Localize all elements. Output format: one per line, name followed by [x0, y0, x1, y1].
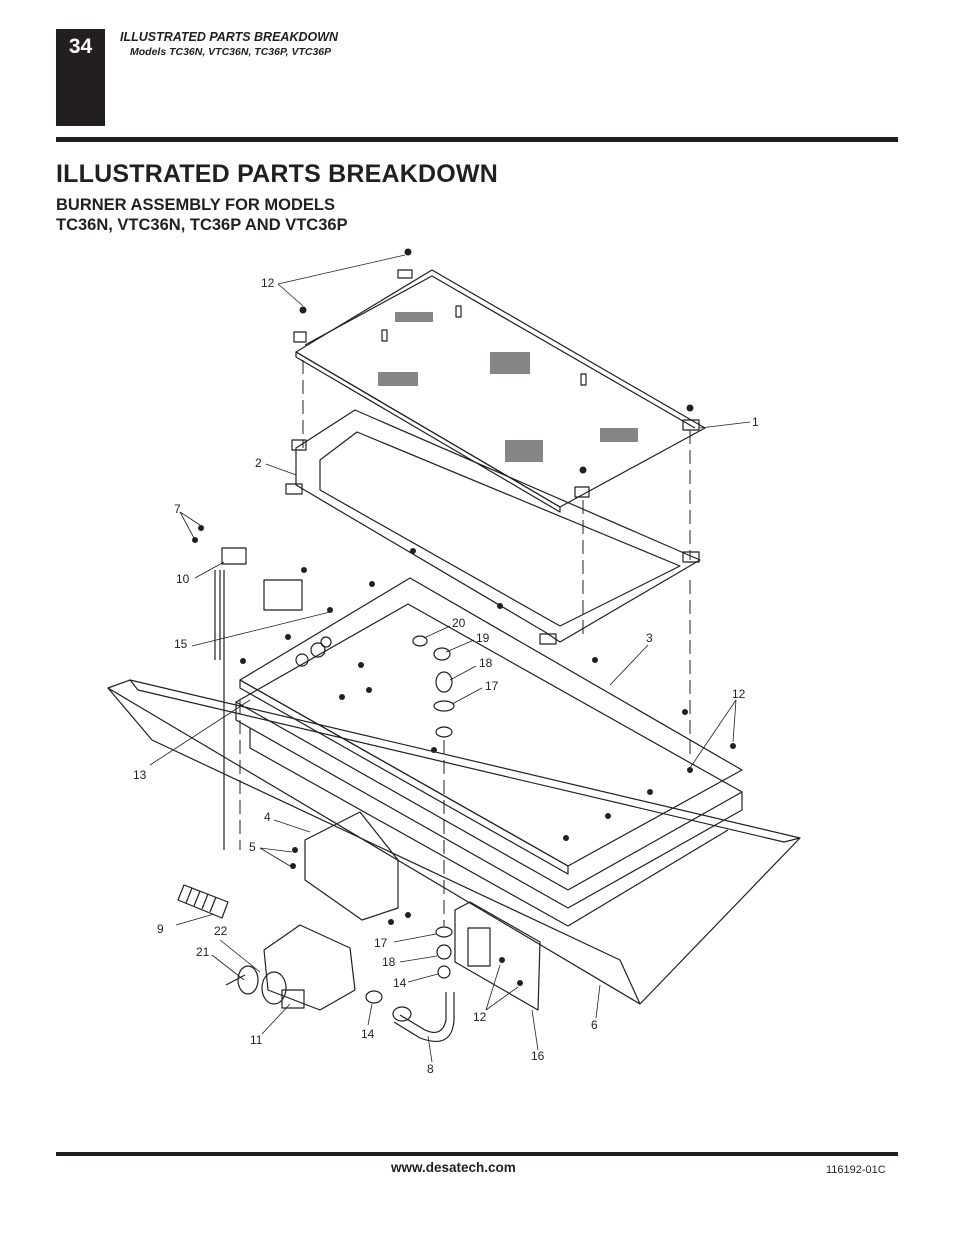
callout-17: 17 — [374, 936, 388, 950]
alignment-lines — [239, 360, 691, 926]
callout-13: 13 — [133, 768, 147, 782]
callout-9: 9 — [157, 922, 164, 936]
callout-11: 11 — [250, 1033, 263, 1047]
subtitle-line-1: BURNER ASSEMBLY FOR MODELS — [56, 196, 336, 214]
callout-18: 18 — [479, 656, 493, 670]
header-section: ILLUSTRATED PARTS BREAKDOWN — [120, 30, 339, 44]
burner-plate — [239, 577, 743, 875]
page-number: 34 — [68, 35, 93, 58]
callout-17: 17 — [485, 679, 499, 693]
callout-1: 1 — [752, 415, 759, 429]
burner-tray — [235, 603, 743, 927]
callout-10: 10 — [176, 572, 190, 586]
subtitle-line-2: TC36N, VTC36N, TC36P AND VTC36P — [56, 216, 348, 234]
callout-21: 21 — [196, 945, 210, 959]
top-rule — [56, 137, 898, 142]
callout-7: 7 — [174, 502, 181, 516]
callout-18: 18 — [382, 955, 396, 969]
pan-base — [107, 679, 801, 1005]
callout-16: 16 — [531, 1049, 545, 1063]
bottom-rule — [56, 1152, 898, 1156]
pilot-assembly — [214, 547, 303, 850]
callout-14: 14 — [393, 976, 407, 990]
callout-20: 20 — [452, 616, 466, 630]
callout-15: 15 — [174, 637, 188, 651]
screws — [192, 248, 736, 986]
callout-4: 4 — [264, 810, 271, 824]
leader-lines — [149, 254, 751, 1063]
callout-19: 19 — [476, 631, 490, 645]
page-title: ILLUSTRATED PARTS BREAKDOWN — [56, 160, 498, 188]
top-cover-plate — [293, 269, 706, 513]
callout-12: 12 — [261, 276, 275, 290]
callout-14: 14 — [361, 1027, 375, 1041]
inlet-fitting — [177, 884, 229, 919]
gas-valve — [225, 924, 356, 1011]
callout-8: 8 — [427, 1062, 434, 1076]
footer-url[interactable]: www.desatech.com — [391, 1160, 516, 1175]
frame — [285, 409, 701, 645]
callout-6: 6 — [591, 1018, 598, 1032]
page-tab: 34 — [56, 29, 105, 126]
cover-perforations — [378, 312, 638, 462]
callout-2: 2 — [255, 456, 262, 470]
header-models: Models TC36N, VTC36N, TC36P, VTC36P — [130, 46, 332, 58]
gas-tube — [365, 990, 455, 1042]
callout-12: 12 — [732, 687, 746, 701]
access-plate — [454, 901, 541, 1011]
footer-doc-number: 116192-01C — [826, 1164, 886, 1176]
orifice-stack — [412, 635, 455, 979]
valve-bracket — [304, 811, 399, 921]
callout-3: 3 — [646, 631, 653, 645]
callout-labels: 12 1 2 7 10 15 20 19 18 17 3 12 13 4 5 9… — [133, 276, 759, 1076]
callout-22: 22 — [214, 924, 228, 938]
callout-5: 5 — [249, 840, 256, 854]
callout-12: 12 — [473, 1010, 487, 1024]
